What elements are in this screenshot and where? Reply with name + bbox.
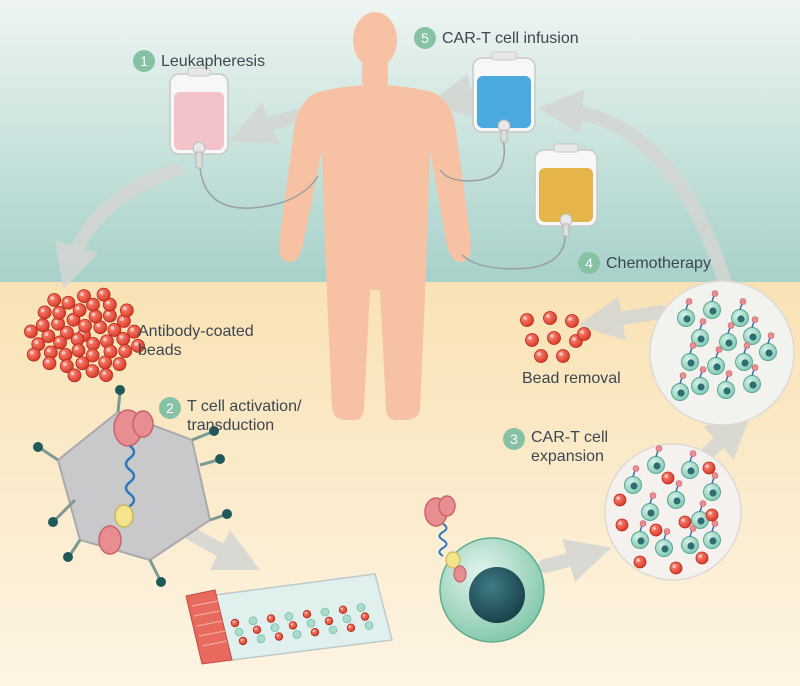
- t-cell-icon: [33, 385, 232, 587]
- step-1: 1 Leukapheresis: [133, 50, 265, 72]
- step-4: 4 Chemotherapy: [578, 252, 711, 274]
- step-number: 1: [133, 50, 155, 72]
- expanded-cells-icon: [613, 445, 721, 575]
- step-number: 2: [159, 397, 181, 419]
- step-label: T cell activation/ transduction: [187, 398, 302, 434]
- bead-cluster-icon: [24, 287, 145, 383]
- car-receptor-icon: [424, 495, 467, 583]
- step-label: Leukapheresis: [161, 52, 266, 70]
- step-label: CAR-T cell infusion: [442, 29, 579, 47]
- expansion-magnifier: [604, 443, 742, 581]
- step-2: 2 T cell activation/ transduction: [159, 397, 301, 435]
- step-3: 3 CAR-T cell expansion: [503, 428, 608, 466]
- culture-flask-icon: [185, 573, 393, 665]
- step-label: CAR-T cell expansion: [531, 429, 609, 465]
- iv-bag-icon: [169, 67, 229, 169]
- iv-bag-icon: [534, 143, 598, 237]
- purified-cells-icon: [671, 290, 777, 401]
- bead-removal-label: Bead removal: [522, 370, 621, 387]
- step-number: 3: [503, 428, 525, 450]
- step-number: 5: [414, 27, 436, 49]
- human-body-icon: [279, 12, 471, 420]
- step-number: 4: [578, 252, 600, 274]
- iv-tubing: [199, 137, 566, 270]
- iv-bag-icon: [472, 51, 536, 143]
- t-cell-icon: [424, 495, 545, 643]
- car-receptor-icon: [98, 409, 154, 555]
- step-label: Chemotherapy: [606, 254, 711, 272]
- removed-beads-icon: [520, 311, 591, 363]
- beads-label: Antibody-coated beads: [138, 323, 254, 359]
- step-5: 5 CAR-T cell infusion: [414, 27, 579, 49]
